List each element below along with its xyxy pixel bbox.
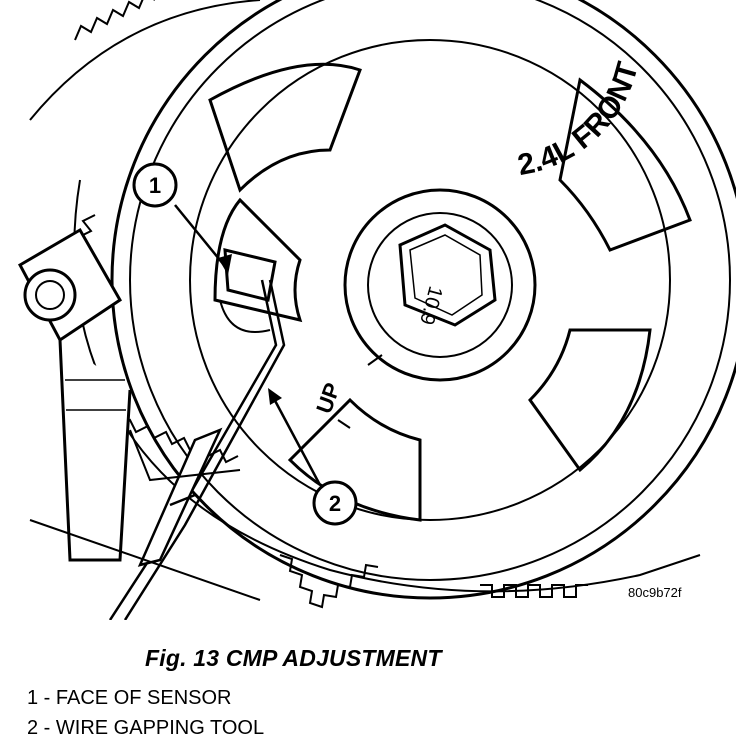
- callout-2-number: 2: [329, 491, 341, 516]
- engine-block-lines: [29, 429, 261, 601]
- cmp-adjustment-illustration: 10.9 2.4L FRONT UP 1: [17, 0, 736, 620]
- sprocket-bolt: 10.9: [398, 223, 497, 327]
- sensor-bracket: [17, 227, 132, 562]
- image-id-label: 80c9b72f: [628, 585, 682, 600]
- callout-1: 1: [132, 162, 232, 275]
- camshaft-sprocket: [110, 0, 736, 600]
- legend-item-2: 2 - WIRE GAPPING TOOL: [27, 717, 265, 739]
- callout-2: 2: [268, 388, 358, 526]
- callout-legend: 1 - FACE OF SENSOR 2 - WIRE GAPPING TOOL: [27, 683, 264, 743]
- wire-gapping-tool: [108, 279, 286, 620]
- callout-1-number: 1: [149, 173, 161, 198]
- legend-item-1: 1 - FACE OF SENSOR: [27, 687, 232, 709]
- figure-caption: Fig. 13 CMP ADJUSTMENT: [145, 645, 442, 671]
